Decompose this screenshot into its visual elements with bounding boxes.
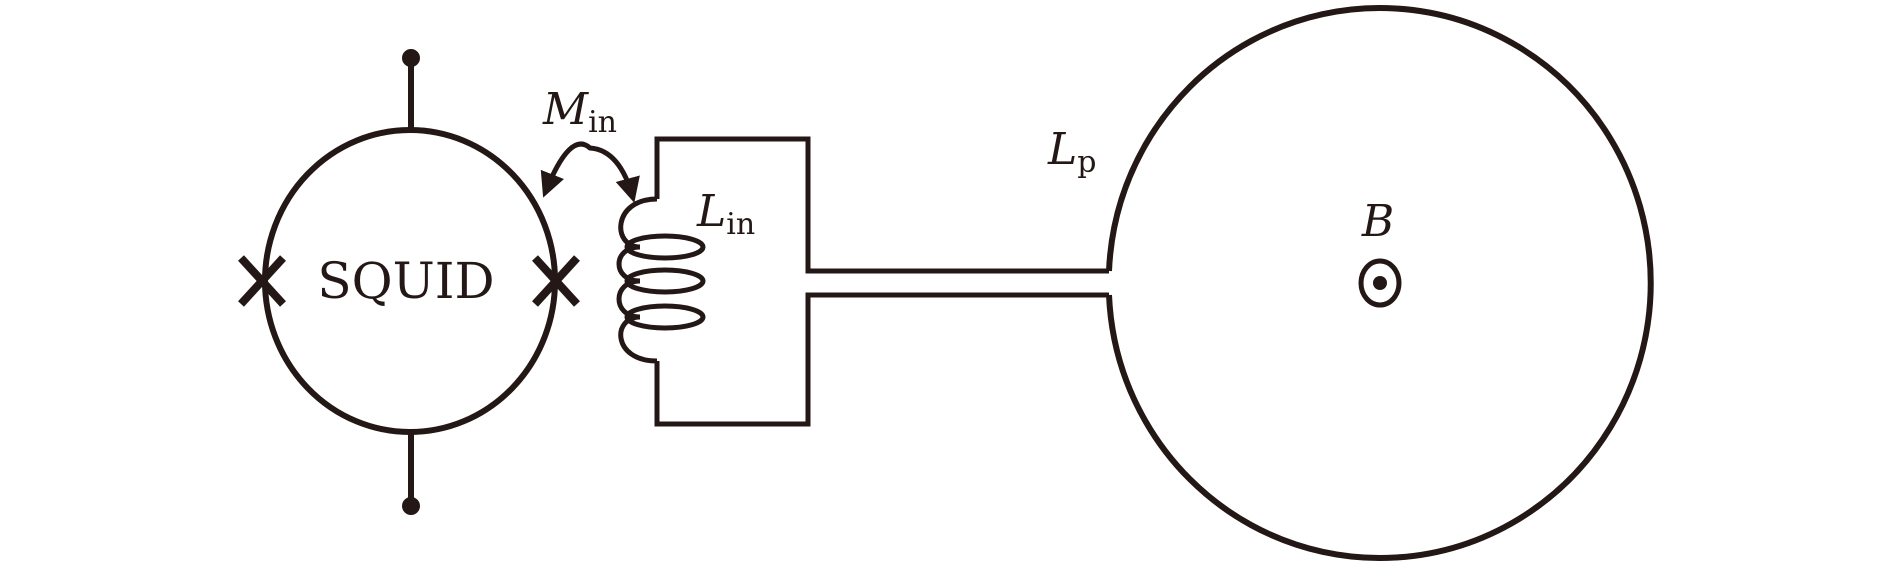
field-dot — [1373, 276, 1387, 290]
squid-label: SQUID — [317, 252, 494, 310]
josephson-junction-right — [532, 255, 580, 307]
coil-turn-1 — [624, 233, 706, 261]
josephson-junction-left — [238, 255, 286, 307]
field-out-of-page-icon — [1358, 258, 1402, 308]
coil-turn-3 — [624, 303, 706, 331]
pickup-inductance-label: Lp — [1047, 124, 1096, 180]
top-terminal-dot — [402, 49, 420, 67]
mutual-inductance-label: Min — [542, 84, 617, 140]
magnetic-field-label: B — [1361, 196, 1394, 247]
input-circuit-wire — [654, 136, 1109, 427]
pickup-loop — [1106, 5, 1654, 561]
mutual-inductance-arrow — [540, 141, 640, 203]
input-inductance-label: Lin — [696, 186, 755, 242]
coil-turn-2 — [624, 267, 706, 295]
bottom-terminal-dot — [402, 497, 420, 515]
input-coil — [616, 196, 658, 364]
